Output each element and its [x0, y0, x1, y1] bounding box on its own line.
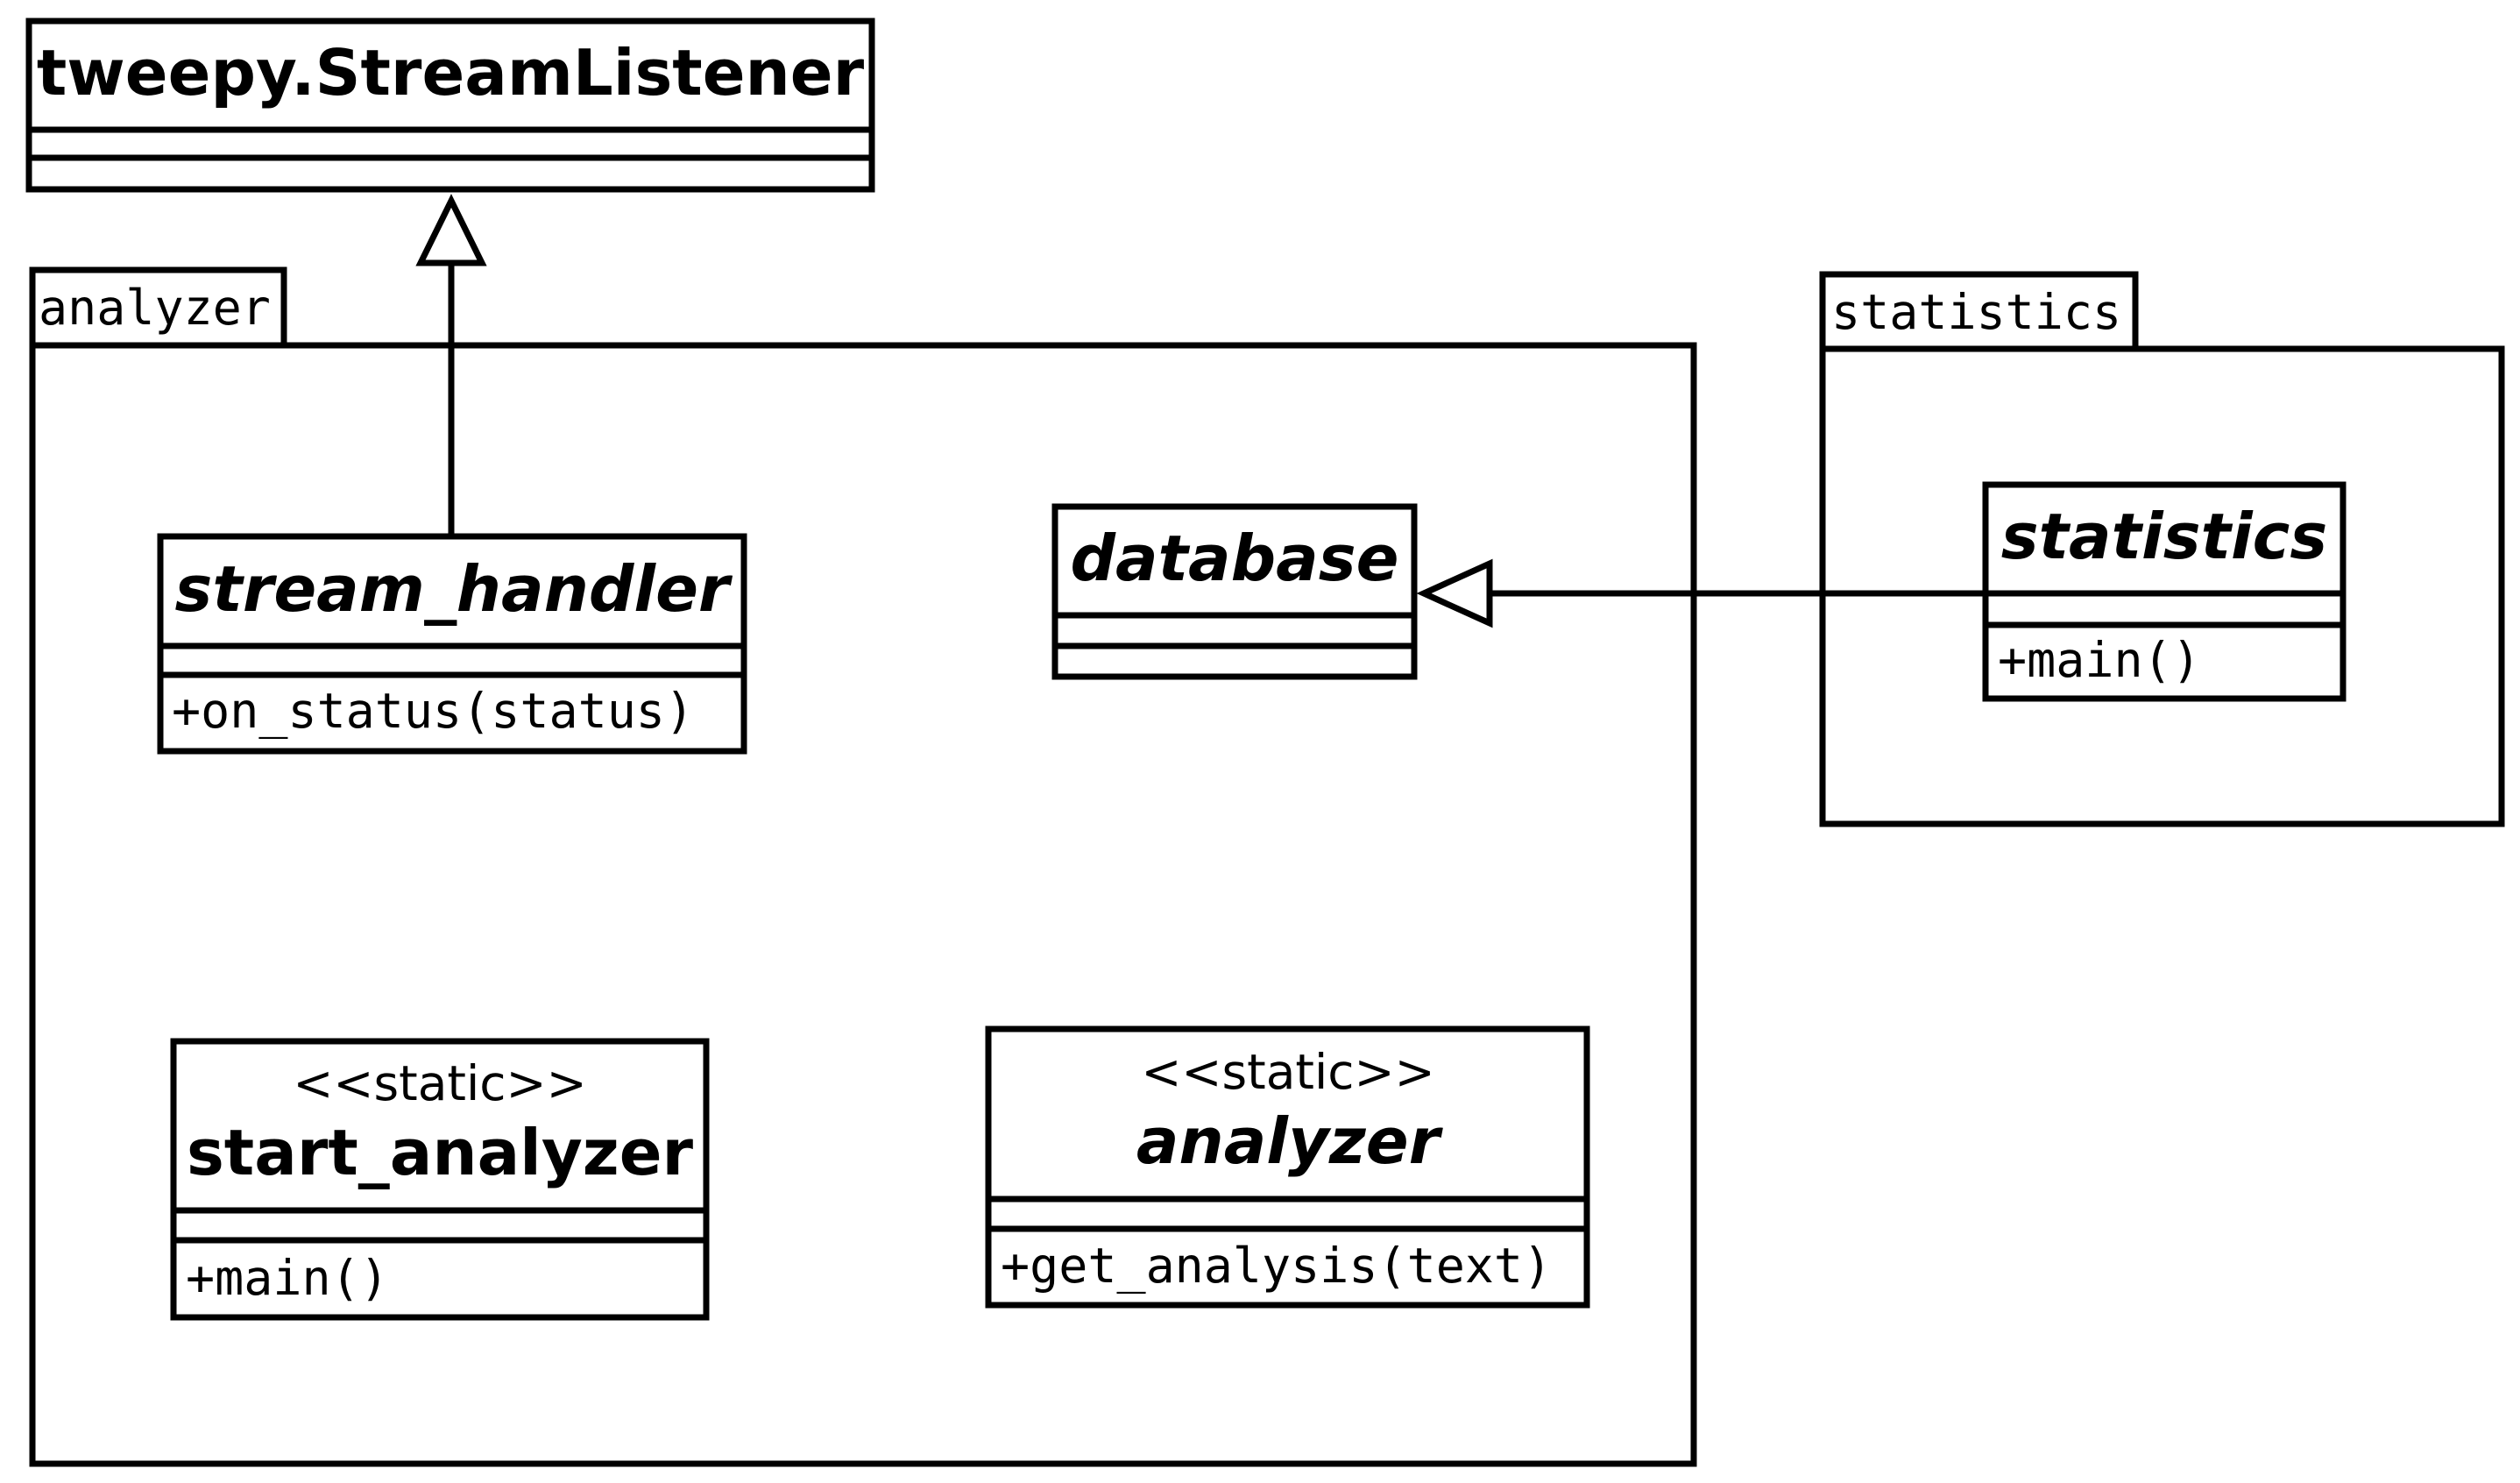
package-analyzer-tab	[29, 266, 287, 349]
class-stream-handler-name: stream_handler	[175, 552, 733, 626]
class-stream-listener[interactable]: tweepy.StreamListener	[25, 18, 875, 193]
class-start-analyzer-stereotype: <<static>>	[293, 1055, 586, 1111]
class-start-analyzer-method: +main()	[186, 1250, 389, 1306]
class-start-analyzer-box	[170, 1038, 710, 1321]
class-analyzer-stereotype: <<static>>	[1141, 1044, 1434, 1100]
class-statistics-name: statistics	[2001, 500, 2327, 573]
class-database[interactable]: database	[1051, 503, 1418, 680]
class-analyzer-box	[985, 1025, 1590, 1309]
class-database-name: database	[1071, 522, 1399, 595]
class-statistics-method: +main()	[1998, 632, 2201, 688]
generalization-arrowhead	[1416, 558, 1493, 628]
generalization-arrowhead	[415, 194, 487, 266]
package-statistics-label: statistics	[1831, 284, 2121, 340]
generalization-statistics	[1416, 558, 1986, 628]
class-stream-listener-box	[25, 18, 875, 193]
package-analyzer-label: analyzer	[39, 280, 271, 336]
class-start-analyzer-name: start_analyzer	[187, 1116, 694, 1189]
class-analyzer-name: analyzer	[1136, 1104, 1444, 1178]
class-analyzer-method: +get_analysis(text)	[1001, 1238, 1552, 1294]
class-stream-handler[interactable]: stream_handler +on_status(status)	[157, 533, 747, 755]
class-statistics[interactable]: statistics +main()	[1982, 481, 2347, 702]
class-analyzer[interactable]: <<static>> analyzer +get_analysis(text)	[985, 1025, 1590, 1309]
class-stream-handler-method: +on_status(status)	[172, 683, 694, 739]
generalization-stream-handler	[415, 194, 487, 536]
package-statistics-tab	[1819, 271, 2139, 352]
class-stream-listener-name: tweepy.StreamListener	[37, 36, 865, 110]
class-start-analyzer[interactable]: <<static>> start_analyzer +main()	[170, 1038, 710, 1321]
